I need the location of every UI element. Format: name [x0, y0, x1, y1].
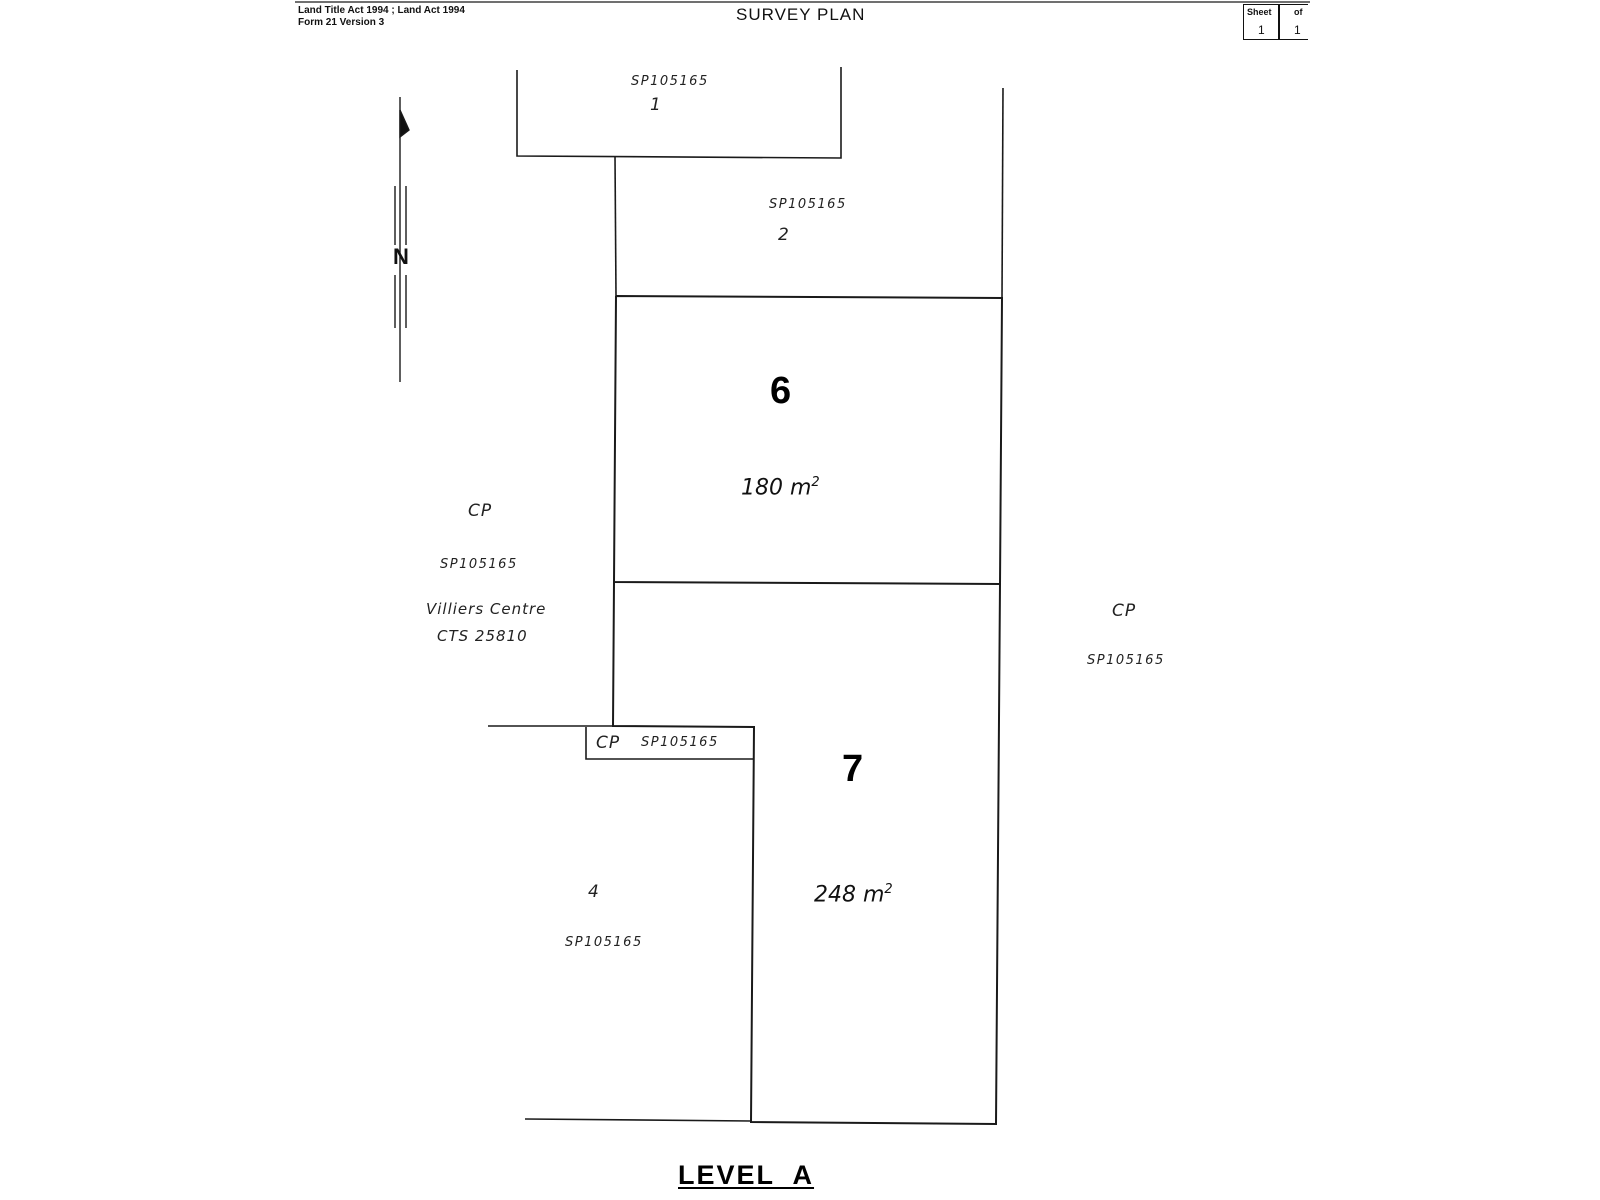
lot2-number: 2: [778, 225, 790, 245]
lot1-number: 1: [650, 95, 662, 115]
lot1-plan: SP105165: [631, 74, 709, 89]
lot7-area-sup: 2: [884, 882, 893, 897]
act-line: Land Title Act 1994 ; Land Act 1994: [298, 5, 465, 16]
lot4-number: 4: [588, 882, 600, 902]
lot4-plan: SP105165: [565, 935, 643, 950]
cp-east-plan: SP105165: [1087, 653, 1165, 668]
north-letter: N: [393, 244, 409, 269]
cp-west-name: Villiers Centre: [426, 600, 547, 618]
cp-west-plan: SP105165: [440, 557, 518, 572]
of-value: 1: [1294, 23, 1301, 37]
lot2-plan: SP105165: [769, 197, 847, 212]
lot6-area: 180 m2: [741, 475, 820, 500]
sheet-label: Sheet: [1247, 7, 1272, 17]
lot6-number: 6: [770, 370, 792, 412]
lot6-area-value: 180 m: [741, 475, 812, 501]
cp-west-code: CP: [468, 501, 493, 521]
of-label: of: [1294, 7, 1303, 17]
lot7-area-value: 248 m: [814, 882, 885, 908]
cp-small-code: CP: [596, 733, 621, 753]
sheet-box: Sheet 1: [1243, 4, 1279, 40]
sheet-value: 1: [1258, 23, 1265, 37]
north-arrow-shape: [394, 97, 410, 382]
of-box: of 1: [1279, 4, 1308, 40]
form-line: Form 21 Version 3: [298, 17, 385, 28]
level-label: LEVEL A: [678, 1160, 815, 1190]
page-title: SURVEY PLAN: [736, 5, 866, 24]
cp-small-plan: SP105165: [641, 735, 719, 750]
lot6-area-sup: 2: [811, 475, 820, 490]
cp-west-cts: CTS 25810: [437, 627, 528, 645]
cp-east-code: CP: [1112, 601, 1137, 621]
lot7-number: 7: [842, 748, 864, 790]
lot7-area: 248 m2: [814, 882, 893, 907]
